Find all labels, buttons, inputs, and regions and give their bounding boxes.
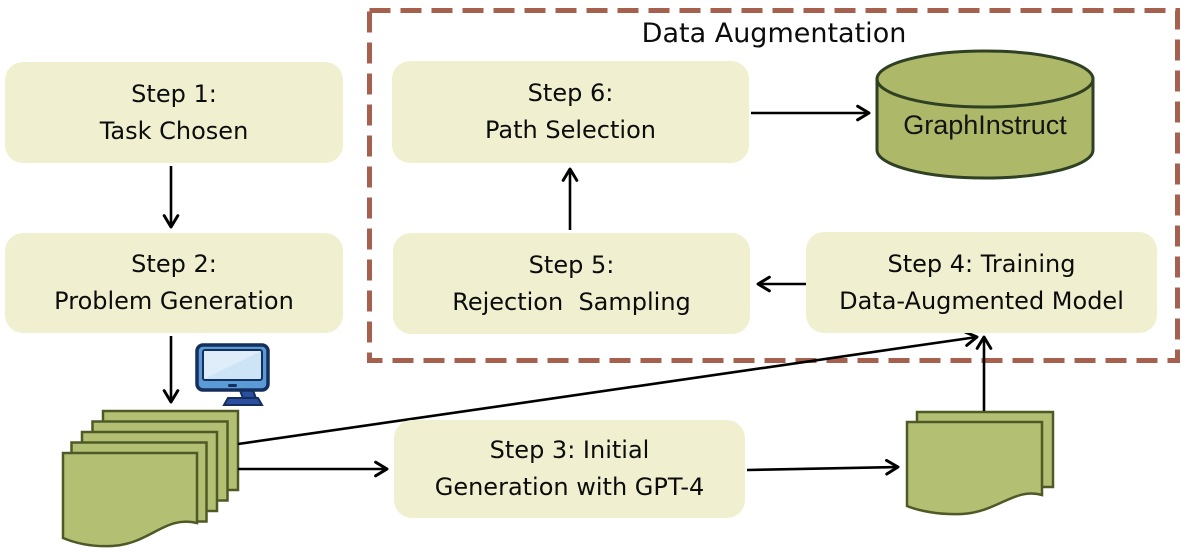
step6-label-line2: Path Selection (485, 116, 656, 144)
step1-label-line1: Step 1: (131, 79, 217, 108)
arrow-step3-to-output-documents (746, 458, 900, 476)
step1-label-line2: Task Chosen (99, 116, 249, 145)
arrows (162, 104, 993, 478)
step2-label-line2: Problem Generation (54, 287, 294, 315)
step3-label-line1: Step 3: Initial (489, 436, 650, 464)
database-cylinder-icon (875, 49, 1095, 180)
step5-label-line1: Step 5: (528, 250, 615, 279)
step2-label-line1: Step 2: (131, 250, 217, 278)
database-label: GraphInstruct (903, 110, 1067, 140)
documents-stack-icon (61, 409, 240, 548)
step5-box: Step 5: Rejection Sampling (393, 233, 750, 334)
step2-box: Step 2: Problem Generation (5, 233, 343, 333)
step4-label-line1: Step 4: Training (887, 249, 1076, 278)
step5-label-line2: Rejection Sampling (452, 287, 691, 316)
data-augmentation-dashed-border (367, 8, 1180, 363)
step3-box: Step 3: Initial Generation with GPT-4 (394, 420, 745, 518)
step6-box: Step 6: Path Selection (392, 61, 749, 163)
step1-box: Step 1: Task Chosen (5, 62, 343, 163)
documents-pair-icon (905, 410, 1055, 516)
step4-box: Step 4: Training Data-Augmented Model (806, 232, 1157, 333)
step3-label-line2: Generation with GPT-4 (434, 473, 705, 501)
arrow-documents-to-step4 (237, 330, 979, 446)
step4-label-line2: Data-Augmented Model (839, 286, 1124, 315)
data-augmentation-title: Data Augmentation (641, 18, 907, 49)
step6-label-line1: Step 6: (527, 79, 614, 107)
computer-icon (195, 343, 270, 406)
